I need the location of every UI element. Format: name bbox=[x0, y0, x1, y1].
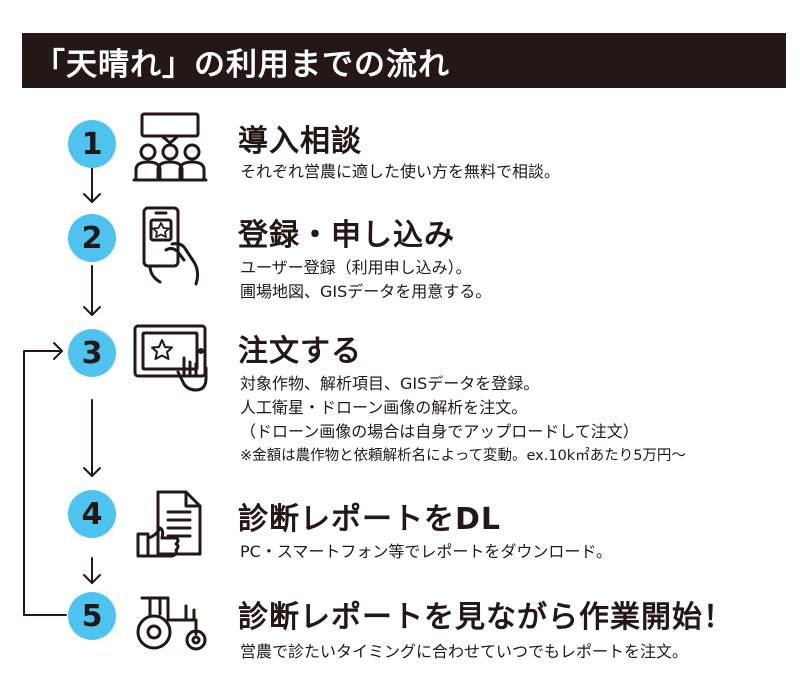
page-title: 「天晴れ」の利用までの流れ bbox=[34, 47, 450, 83]
step-3-title: 注文する bbox=[238, 334, 362, 369]
step-3-number: 3 bbox=[68, 329, 116, 377]
header-bar: 「天晴れ」の利用までの流れ bbox=[22, 33, 786, 88]
step-1-title: 導入相談 bbox=[238, 124, 362, 159]
step-2-desc-line-2: 圃場地図、GISデータを用意する。 bbox=[240, 282, 492, 301]
step-3-desc-line-2: 人工衛星・ドローン画像の解析を注文。 bbox=[240, 398, 528, 417]
step-4-desc-line-1: PC・スマートフォン等でレポートをダウンロード。 bbox=[240, 542, 613, 561]
step-4-title: 診断レポートをDL bbox=[238, 502, 502, 537]
tablet-touch-icon bbox=[132, 322, 212, 398]
step-4-number: 4 bbox=[68, 490, 116, 538]
step-2-number: 2 bbox=[68, 214, 116, 262]
step-5-desc-line-1: 営農で診たいタイミングに合わせていつでもレポートを注文。 bbox=[240, 642, 689, 661]
step-1-number: 1 bbox=[68, 120, 116, 168]
step-2-desc-line-1: ユーザー登録（利用申し込み）。 bbox=[240, 258, 472, 277]
step-5-title: 診断レポートを見ながら作業開始！ bbox=[238, 600, 734, 635]
group-meeting-icon bbox=[132, 112, 208, 188]
step-1-desc-line-1: それぞれ営農に適した使い方を無料で相談。 bbox=[240, 162, 561, 181]
step-3-price-note: ※金額は農作物と依頼解析名によって変動。ex.10k㎡あたり5万円～ bbox=[240, 448, 686, 464]
report-document-icon bbox=[136, 490, 206, 564]
step-3-desc-line-1: 対象作物、解析項目、GISデータを登録。 bbox=[240, 374, 540, 393]
step-5-number: 5 bbox=[68, 592, 116, 640]
step-3-desc-line-3: （ドローン画像の場合は自身でアップロードして注文） bbox=[240, 422, 639, 441]
loop-arrow-5-to-3 bbox=[23, 350, 67, 616]
smartphone-hand-icon bbox=[136, 204, 212, 292]
tractor-icon bbox=[132, 588, 212, 656]
step-2-title: 登録・申し込み bbox=[238, 218, 455, 253]
